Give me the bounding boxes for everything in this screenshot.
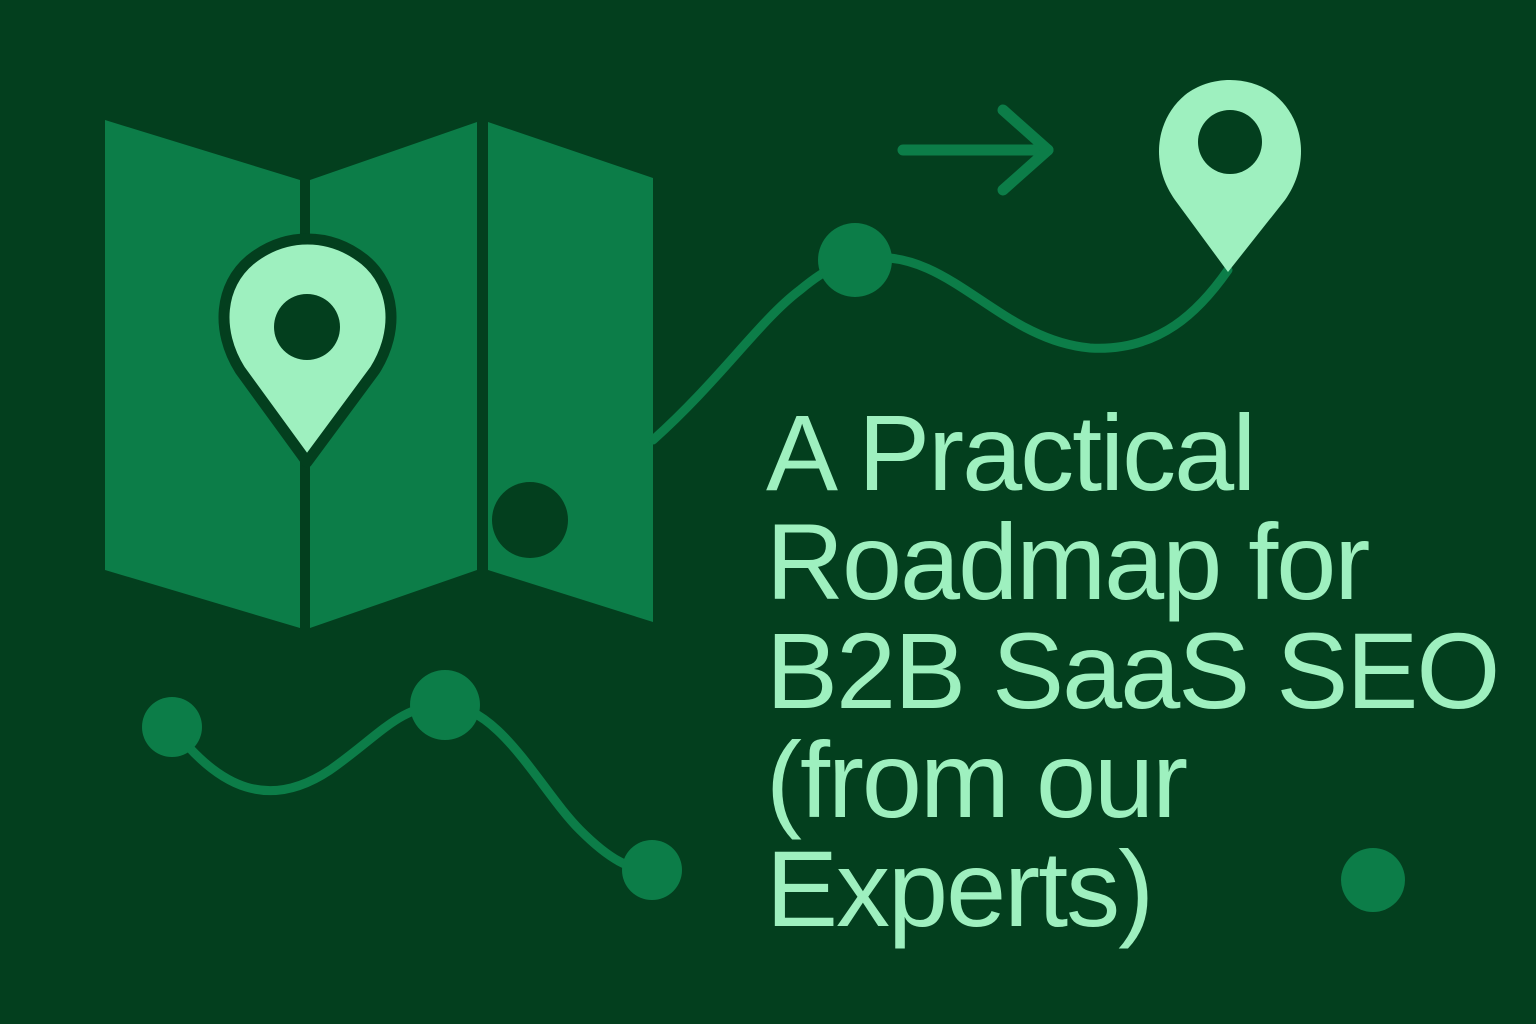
route-line-top bbox=[648, 253, 1233, 445]
route-dot-icon bbox=[818, 223, 892, 297]
page-title: A Practical Roadmap for B2B SaaS SEO (fr… bbox=[766, 392, 1500, 949]
route-dot-icon bbox=[492, 482, 568, 558]
route-dot-icon bbox=[142, 697, 202, 757]
route-dot-icon bbox=[1341, 848, 1405, 912]
title-line: A Practical bbox=[766, 392, 1256, 513]
title-line: Roadmap for bbox=[766, 501, 1370, 622]
route-dot-icon bbox=[622, 840, 682, 900]
title-line: B2B SaaS SEO bbox=[766, 610, 1500, 731]
map-pin-icon bbox=[218, 233, 397, 628]
title-line: Experts) bbox=[766, 828, 1154, 949]
map-pin-icon bbox=[1158, 80, 1302, 272]
route-line-bottom bbox=[167, 700, 657, 875]
arrow-right-icon bbox=[897, 104, 1054, 196]
folded-map-icon bbox=[105, 120, 653, 628]
title-line: (from our bbox=[766, 719, 1188, 840]
route-dot-icon bbox=[410, 670, 480, 740]
